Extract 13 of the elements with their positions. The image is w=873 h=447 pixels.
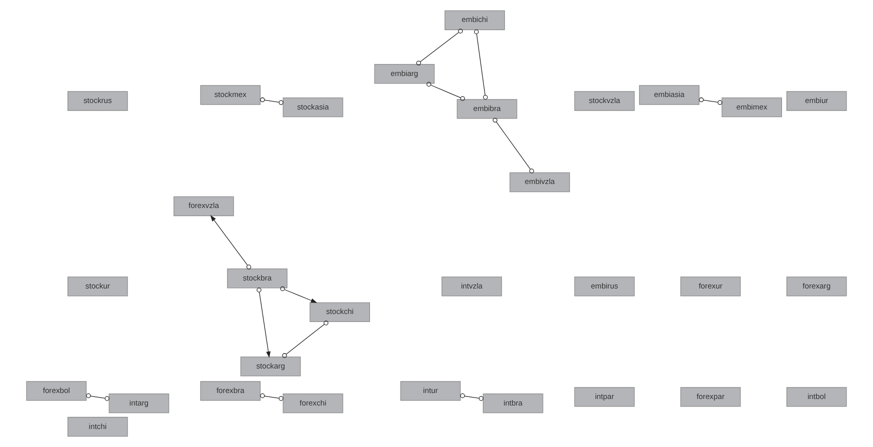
connector <box>86 393 110 401</box>
arrow <box>210 215 252 270</box>
connector <box>460 393 484 401</box>
connector <box>492 118 534 174</box>
arrow <box>280 286 318 303</box>
connector <box>416 28 463 66</box>
connector <box>260 393 284 401</box>
connector <box>698 97 722 105</box>
connector <box>282 320 328 358</box>
connector <box>474 30 488 100</box>
arrow <box>256 288 271 358</box>
connector <box>260 97 284 105</box>
connector <box>426 82 465 101</box>
